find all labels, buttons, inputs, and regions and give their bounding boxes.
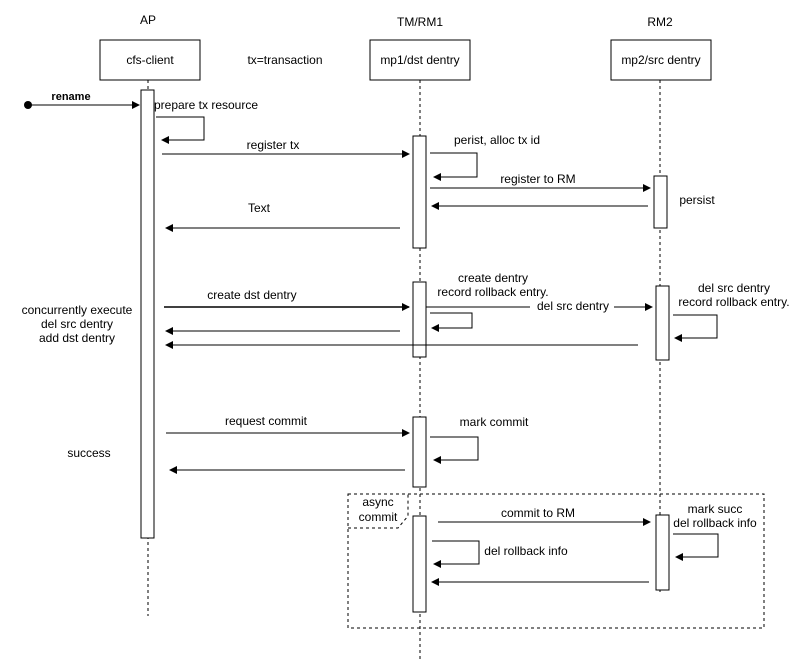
participant-name-tm: mp1/dst dentry <box>380 53 459 67</box>
activation-rm2-3 <box>655 514 670 591</box>
label-create-dentry-1: create dentry <box>458 271 528 285</box>
label-del-src: del src dentry <box>537 299 609 313</box>
label-create-dentry-2: record rollback entry. <box>437 285 548 299</box>
participant-name-ap: cfs-client <box>126 53 174 67</box>
label-prepare: prepare tx resource <box>154 98 258 112</box>
label-perist: perist, alloc tx id <box>454 133 540 147</box>
activation-tm-3 <box>412 416 427 488</box>
activation-rm2-2 <box>655 285 670 361</box>
participant-name-rm2: mp2/src dentry <box>621 53 700 67</box>
label-create-dst: create dst dentry <box>207 288 296 302</box>
participant-group-tm: TM/RM1 <box>397 15 443 29</box>
participant-box-rm2: mp2/src dentry <box>610 39 712 81</box>
activation-ap <box>140 89 155 539</box>
activation-tm-2 <box>412 281 427 358</box>
activation-tm-4 <box>412 515 427 613</box>
participant-group-rm2: RM2 <box>647 15 673 29</box>
arrow-mark-commit-self <box>430 436 479 464</box>
label-register-rm: register to RM <box>500 172 575 186</box>
activation-rm2-1 <box>653 175 668 229</box>
arrow-del-rollback-self <box>432 540 480 568</box>
label-success: success <box>67 446 110 460</box>
label-text: Text <box>248 201 271 215</box>
label-concurrent-1: concurrently execute <box>22 303 133 317</box>
label-del-src-rm-2: record rollback entry. <box>678 295 789 309</box>
activation-tm-1 <box>412 135 427 249</box>
label-mark-succ-1: mark succ <box>688 502 743 516</box>
label-register-tx: register tx <box>247 138 300 152</box>
async-commit-frame: async commit <box>347 493 765 629</box>
arrow-perist-self <box>430 152 478 181</box>
label-concurrent-2: del src dentry <box>41 317 113 331</box>
arrow-create-dentry-self <box>430 312 473 332</box>
participant-box-ap: cfs-client <box>99 39 201 81</box>
label-rename: rename <box>51 91 90 103</box>
label-commit-rm: commit to RM <box>501 506 575 520</box>
label-mark-succ-2: del rollback info <box>673 516 757 530</box>
label-mark-commit: mark commit <box>460 415 529 429</box>
async-label-2: commit <box>359 510 398 524</box>
note-transaction: tx=transaction <box>247 53 322 67</box>
arrow-prepare-self <box>156 116 205 144</box>
label-del-rollback: del rollback info <box>484 544 568 558</box>
participant-group-ap: AP <box>140 13 156 27</box>
label-request-commit: request commit <box>225 414 308 428</box>
label-del-src-rm-1: del src dentry <box>698 281 770 295</box>
label-concurrent-3: add dst dentry <box>39 331 115 345</box>
arrow-rm2-del-self <box>673 314 718 342</box>
async-label-1: async <box>362 495 393 509</box>
label-persist: persist <box>679 193 715 207</box>
arrow-mark-succ-self <box>673 533 719 561</box>
participant-box-tm: mp1/dst dentry <box>369 39 471 81</box>
